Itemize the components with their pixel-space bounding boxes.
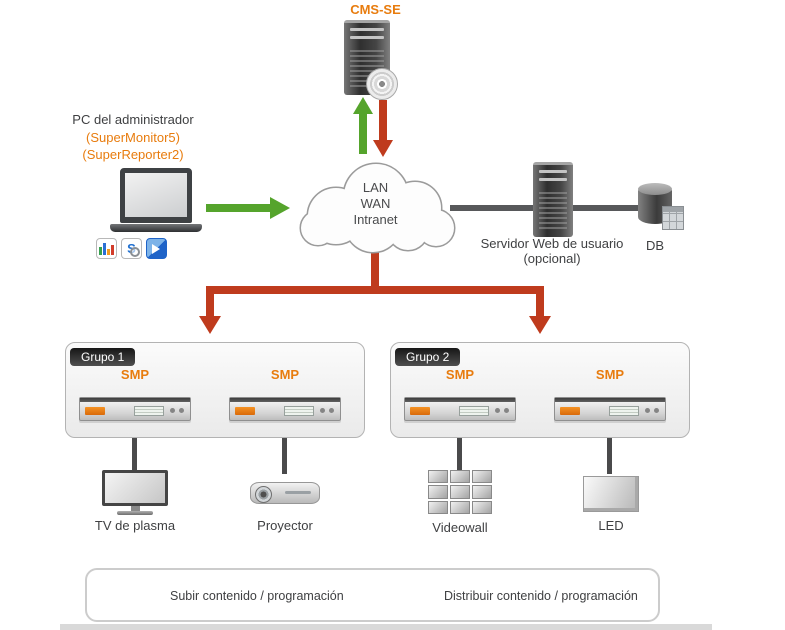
upload-arrow-vertical bbox=[353, 97, 373, 154]
laptop-base-icon bbox=[110, 224, 202, 232]
wire-smp2-projector bbox=[282, 438, 287, 474]
wire-smp3-videowall bbox=[457, 438, 462, 474]
smp-label: SMP bbox=[445, 367, 475, 382]
projector-vent-icon bbox=[285, 491, 311, 494]
smp-label: SMP bbox=[270, 367, 300, 382]
smp-player-icon bbox=[229, 397, 341, 421]
admin-app-icons: S bbox=[96, 238, 167, 259]
smp-display-icon bbox=[609, 406, 639, 416]
cloud-icon bbox=[299, 162, 456, 254]
distribute-tree bbox=[199, 248, 551, 334]
plasma-tv-icon bbox=[102, 470, 168, 515]
smp-display-icon bbox=[134, 406, 164, 416]
magnifier-lens-icon bbox=[130, 247, 140, 257]
legend-box bbox=[85, 568, 660, 622]
server-slot-icon bbox=[539, 178, 567, 181]
group-box-1: Grupo 1 SMP SMP bbox=[65, 342, 365, 438]
white-triangle-icon bbox=[152, 244, 160, 254]
wire-smp1-tv bbox=[132, 438, 137, 474]
projector-lens-icon bbox=[255, 486, 272, 503]
database-icon bbox=[638, 183, 684, 230]
wire-cloud-webserver bbox=[450, 205, 536, 211]
videowall-icon bbox=[428, 470, 492, 514]
smp-label: SMP bbox=[595, 367, 625, 382]
server-vents-icon bbox=[539, 191, 567, 229]
legend-upload-label: Subir contenido / programación bbox=[170, 589, 344, 603]
smp-player-icon bbox=[79, 397, 191, 421]
smp-player-icon bbox=[404, 397, 516, 421]
upload-arrow-horizontal bbox=[206, 197, 290, 219]
cms-se-label: CMS-SE bbox=[350, 2, 401, 17]
distribute-arrow-vertical bbox=[373, 100, 393, 157]
cloud-line-wan: WAN bbox=[360, 196, 391, 211]
superreporter-label: (SuperReporter2) bbox=[82, 147, 184, 162]
web-server-label: Servidor Web de usuario bbox=[480, 236, 624, 251]
smp-display-icon bbox=[459, 406, 489, 416]
chart-app-icon bbox=[96, 238, 117, 259]
cd-disc-icon bbox=[366, 68, 398, 100]
wire-smp4-led bbox=[607, 438, 612, 474]
cayin-logo-icon bbox=[235, 407, 255, 415]
cms-server-icon bbox=[344, 20, 398, 100]
cayin-logo-icon bbox=[410, 407, 430, 415]
server-tower-icon bbox=[344, 20, 398, 100]
group-2-badge: Grupo 2 bbox=[395, 348, 461, 366]
smp-label: SMP bbox=[120, 367, 150, 382]
tv-screen-icon bbox=[102, 470, 168, 506]
group-box-2: Grupo 2 SMP SMP bbox=[390, 342, 690, 438]
db-table-icon bbox=[662, 206, 684, 230]
server-tower-icon bbox=[533, 162, 573, 237]
cayin-logo-icon bbox=[560, 407, 580, 415]
server-slot-icon bbox=[350, 36, 384, 39]
tv-base-icon bbox=[117, 511, 153, 515]
db-label: DB bbox=[645, 238, 665, 253]
web-server-note: (opcional) bbox=[523, 251, 581, 266]
laptop-screen-icon bbox=[120, 168, 192, 223]
projector-label: Proyector bbox=[257, 518, 313, 533]
tv-label: TV de plasma bbox=[94, 518, 176, 533]
tv-neck-icon bbox=[130, 506, 140, 511]
cloud-line-intranet: Intranet bbox=[353, 212, 398, 227]
led-label: LED bbox=[598, 518, 624, 533]
cloud-label: LAN WAN Intranet bbox=[288, 180, 463, 228]
group-1-badge: Grupo 1 bbox=[70, 348, 136, 366]
smp-player-icon bbox=[554, 397, 666, 421]
supermonitor-label: (SuperMonitor5) bbox=[86, 130, 180, 145]
smp-display-icon bbox=[284, 406, 314, 416]
bottom-strip bbox=[60, 624, 712, 630]
blue-media-app-icon bbox=[146, 238, 167, 259]
cayin-logo-icon bbox=[85, 407, 105, 415]
projector-icon bbox=[250, 482, 320, 508]
cloud-line-lan: LAN bbox=[362, 180, 389, 195]
admin-pc-title: PC del administrador bbox=[72, 112, 194, 127]
led-panel-icon bbox=[583, 476, 639, 512]
laptop-icon bbox=[110, 168, 202, 232]
s-magnifier-app-icon: S bbox=[121, 238, 142, 259]
server-slot-icon bbox=[539, 170, 567, 173]
videowall-label: Videowall bbox=[432, 520, 488, 535]
wire-webserver-db bbox=[570, 205, 640, 211]
server-slot-icon bbox=[350, 28, 384, 31]
web-server-icon bbox=[533, 162, 573, 237]
legend-distribute-label: Distribuir contenido / programación bbox=[444, 589, 638, 603]
